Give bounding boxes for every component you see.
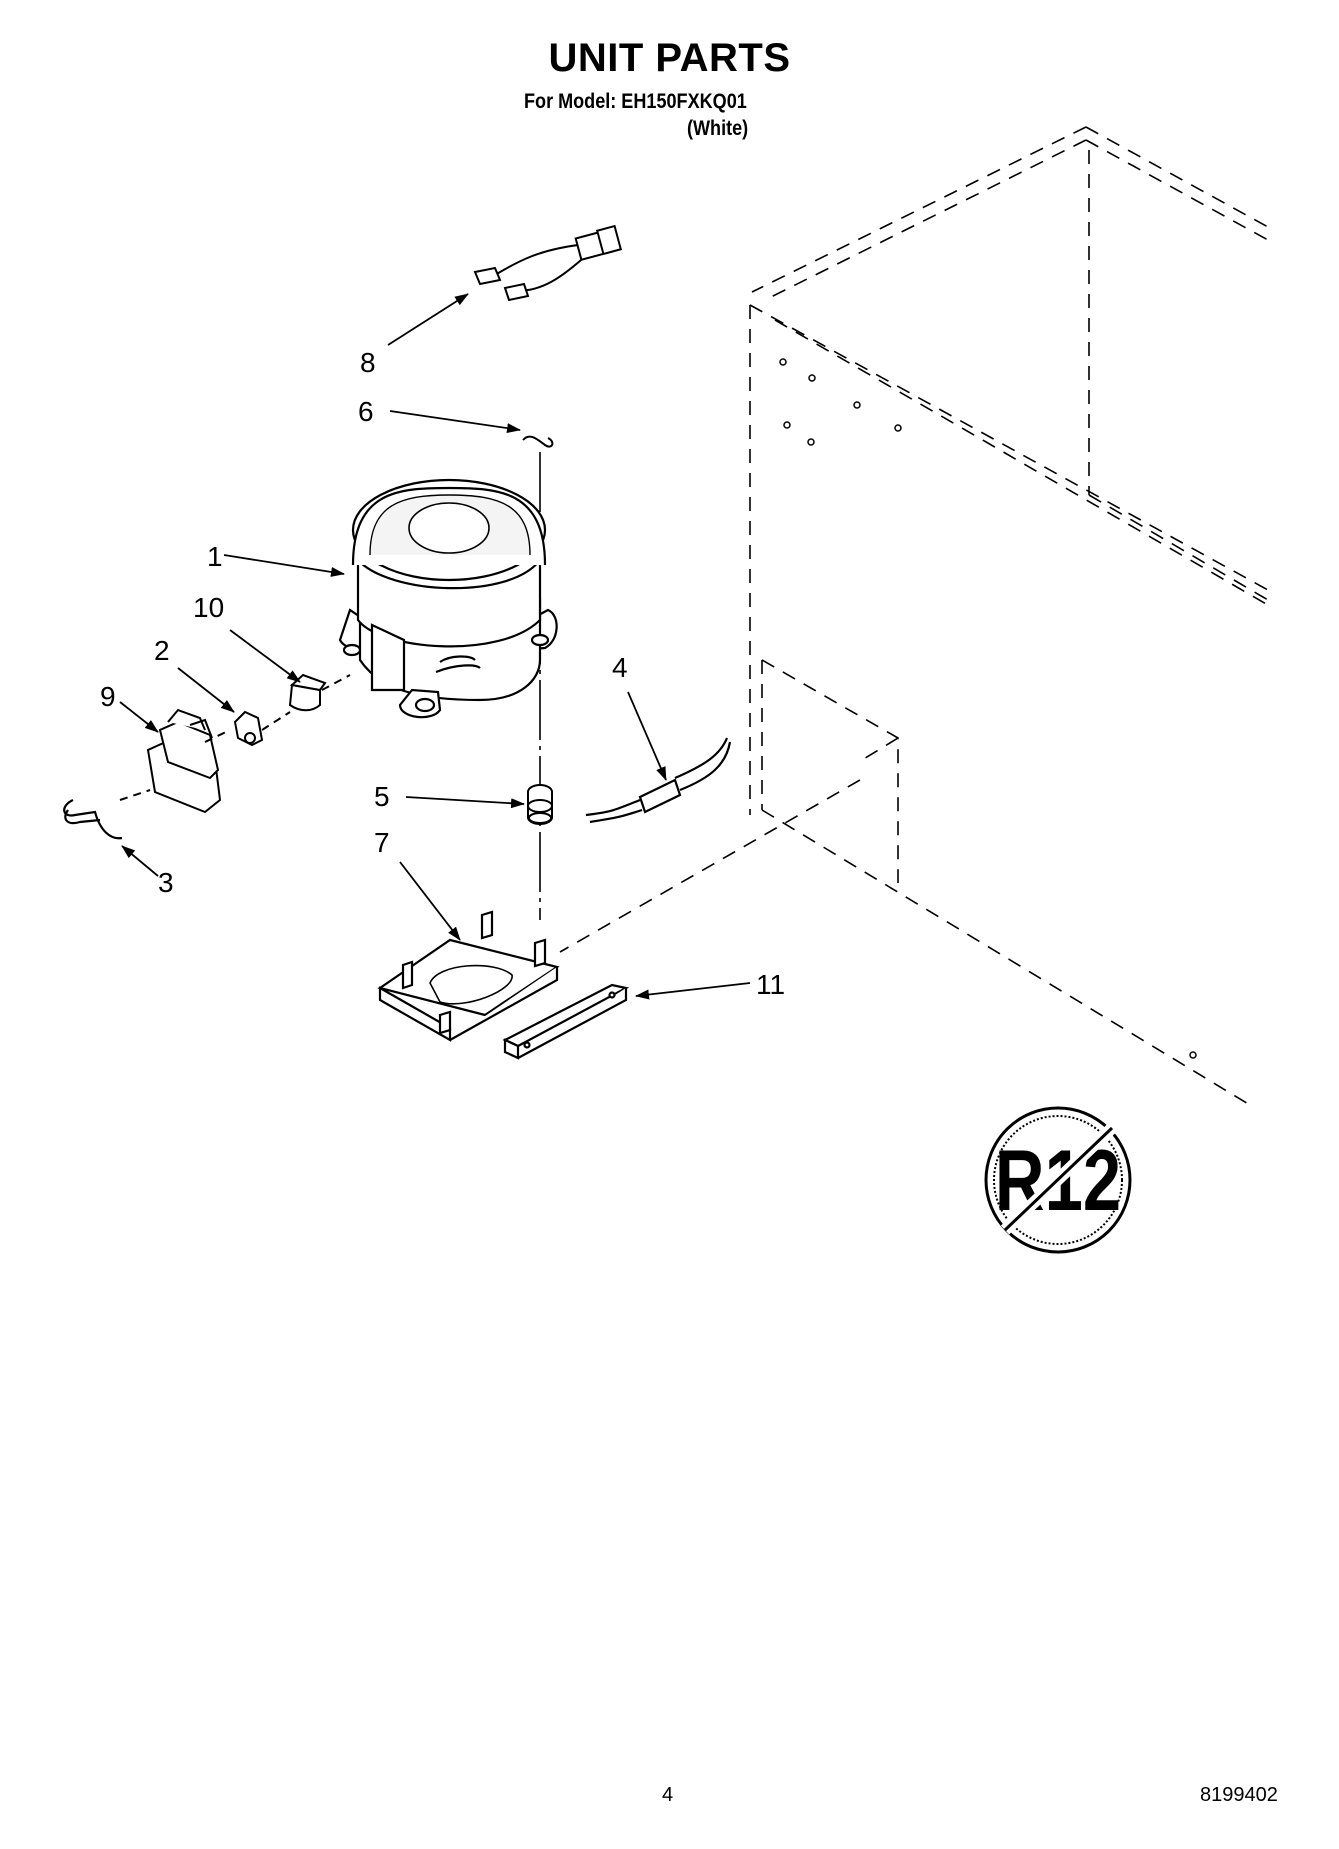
callout-1: 1 bbox=[207, 541, 223, 572]
bracket bbox=[502, 983, 630, 1060]
document-number: 8199402 bbox=[1200, 1784, 1278, 1806]
callout-3: 3 bbox=[158, 867, 174, 898]
callout-6: 6 bbox=[358, 396, 374, 427]
wiring-harness bbox=[473, 224, 623, 302]
callout-2: 2 bbox=[154, 635, 170, 666]
clip bbox=[522, 435, 554, 448]
callout-numbers: 1 2 3 4 5 6 7 8 9 10 11 bbox=[100, 347, 785, 1000]
grommet bbox=[527, 784, 553, 825]
retaining-clip bbox=[63, 799, 123, 840]
callout-7: 7 bbox=[374, 827, 390, 858]
model-color: (White) bbox=[687, 117, 749, 140]
callout-8: 8 bbox=[360, 347, 376, 378]
callout-10: 10 bbox=[193, 592, 224, 623]
compressor bbox=[338, 478, 558, 719]
base-plate bbox=[377, 910, 560, 1042]
model-number: For Model: EH150FXKQ01 bbox=[524, 90, 747, 113]
callout-9: 9 bbox=[100, 681, 116, 712]
relay bbox=[233, 710, 291, 747]
cabinet-outline bbox=[559, 126, 1269, 1106]
callout-4: 4 bbox=[612, 652, 628, 683]
page-title: UNIT PARTS bbox=[548, 36, 791, 80]
cabinet-screw-holes bbox=[779, 358, 1197, 1059]
callout-5: 5 bbox=[374, 781, 390, 812]
relay-cover bbox=[119, 708, 231, 814]
callout-11: 11 bbox=[756, 969, 785, 1000]
no-r12-badge: R12 bbox=[984, 1106, 1132, 1254]
page-number: 4 bbox=[662, 1784, 674, 1806]
tube bbox=[585, 737, 732, 824]
leader-lines bbox=[119, 293, 751, 1000]
